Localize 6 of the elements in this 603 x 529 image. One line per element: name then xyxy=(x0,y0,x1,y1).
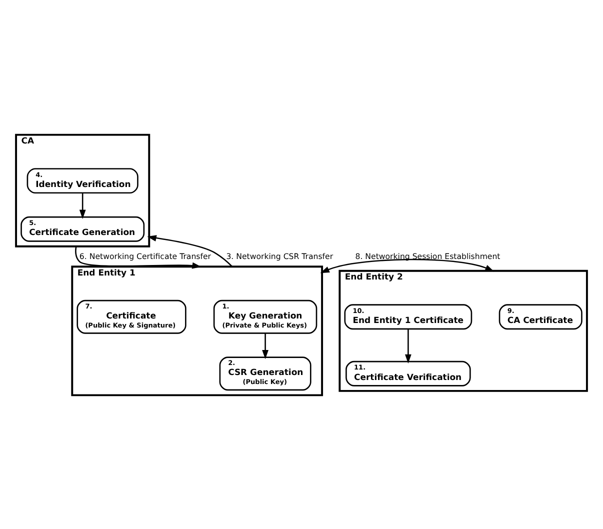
arrow xyxy=(262,332,268,359)
arrow xyxy=(404,328,412,363)
arrow xyxy=(320,258,494,273)
arrow xyxy=(147,234,233,267)
arrow xyxy=(75,246,202,268)
arrow xyxy=(79,192,86,218)
